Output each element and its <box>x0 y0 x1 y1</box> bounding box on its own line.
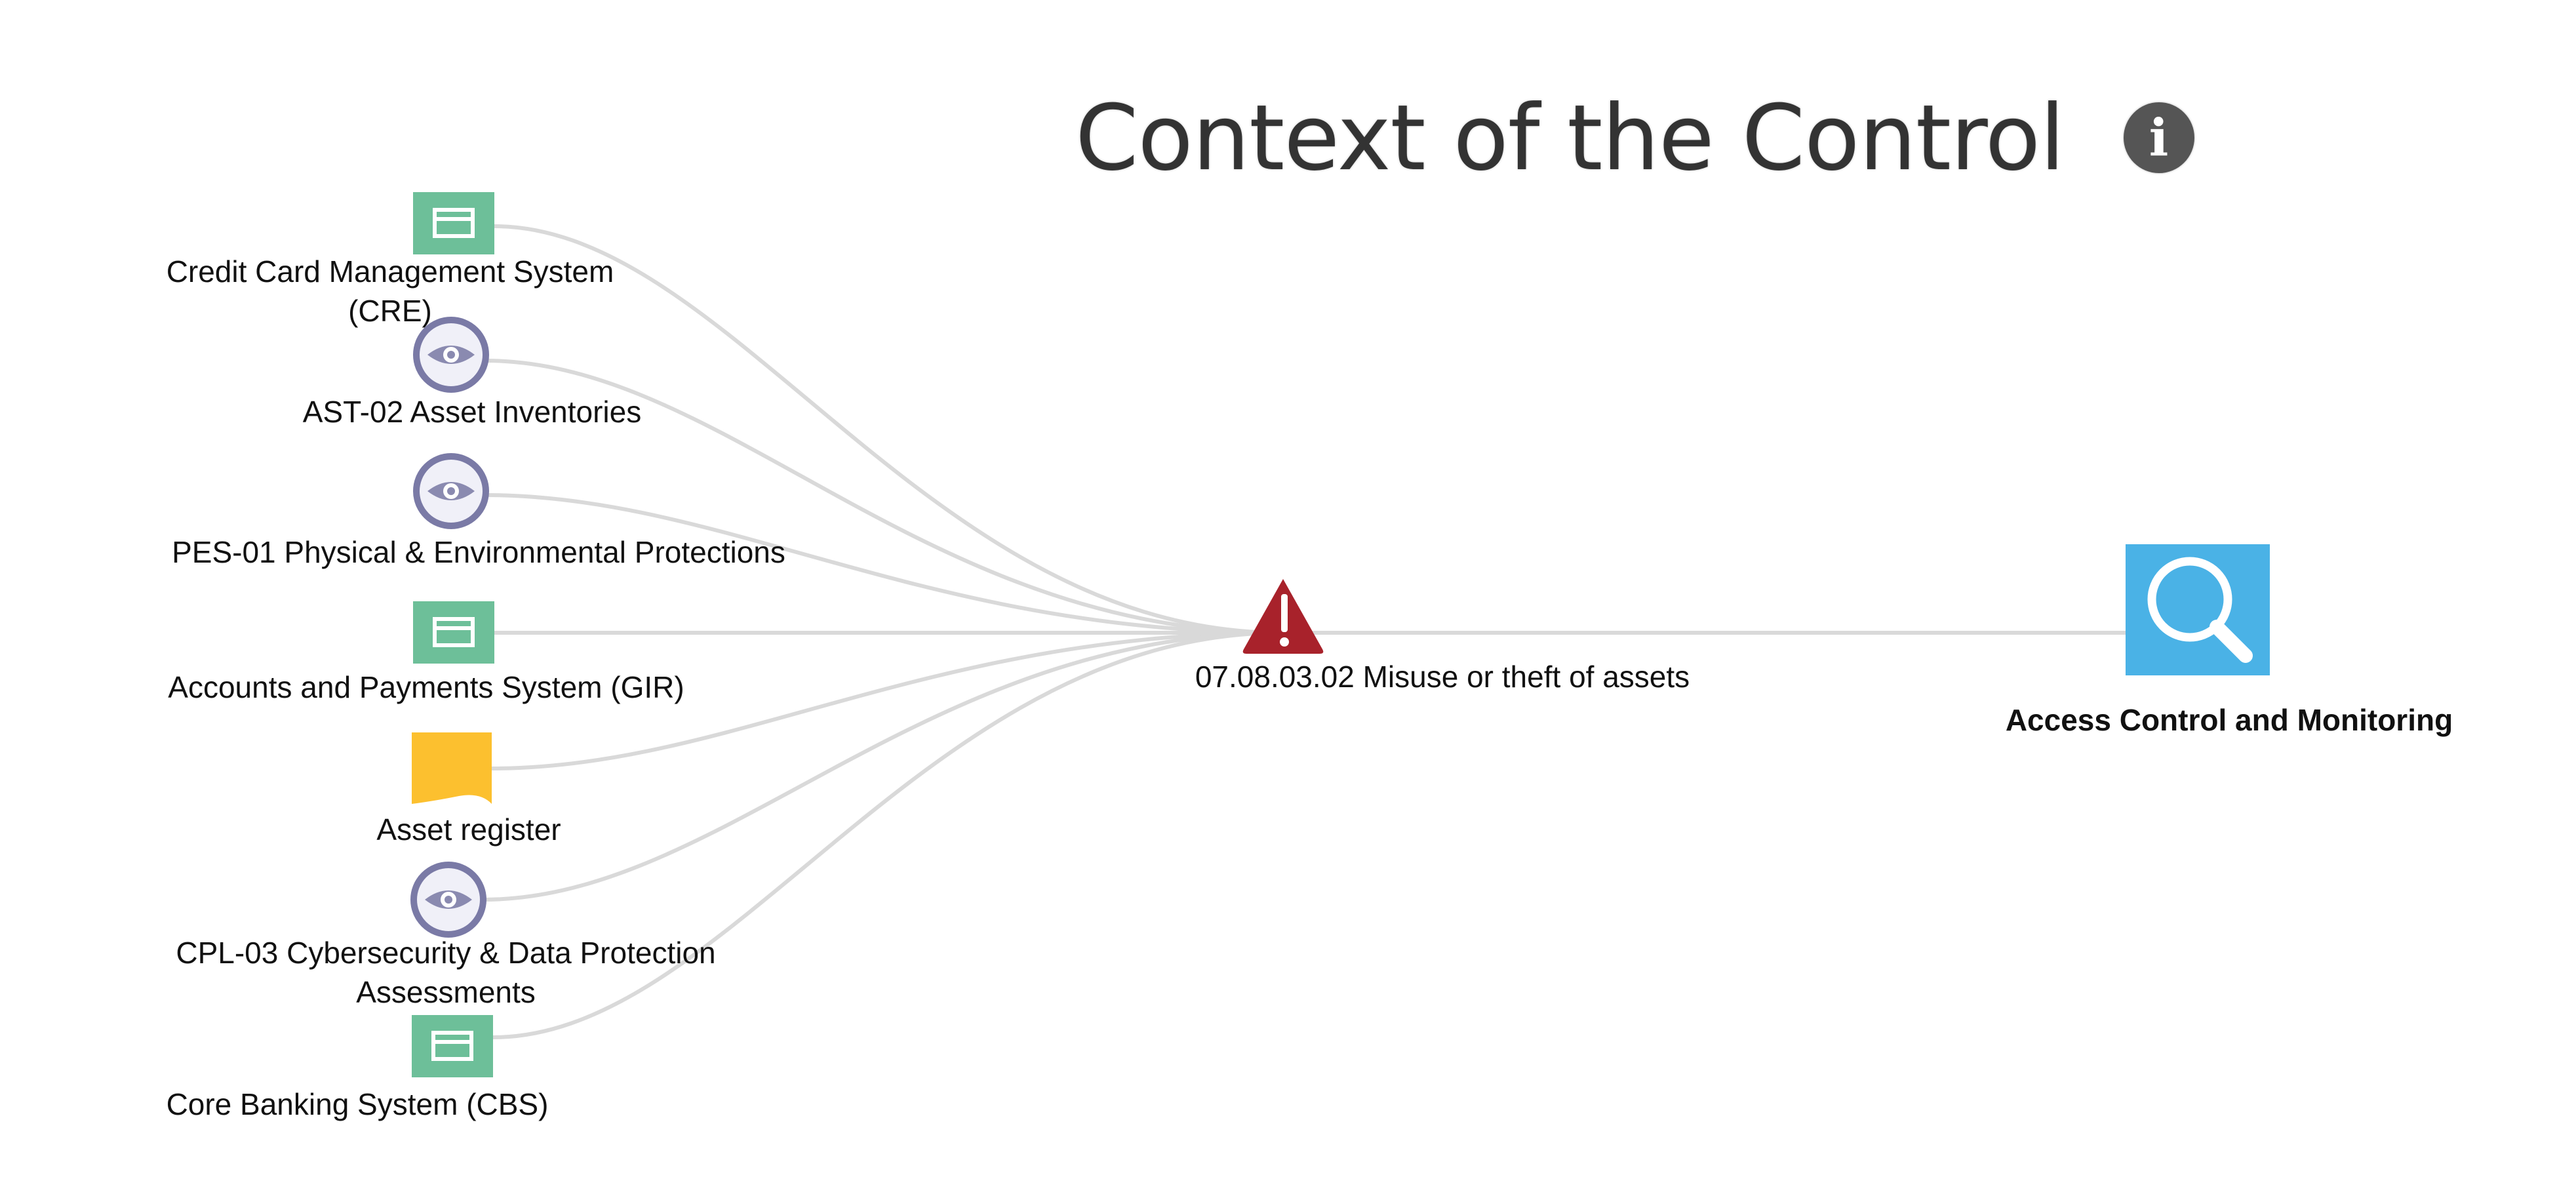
warning-triangle-icon <box>1242 579 1324 654</box>
document-icon <box>412 732 492 804</box>
page-title: Context of the Control <box>1075 85 2065 191</box>
node-label-credit-card: Credit Card Management System (CRE) <box>166 254 614 328</box>
edge-pes01-to-risk <box>485 493 1282 635</box>
application-window-icon <box>413 192 494 254</box>
asset-register-node[interactable] <box>412 732 492 804</box>
info-icon[interactable]: i <box>2123 102 2194 173</box>
cpl03-node[interactable] <box>410 862 486 938</box>
title-bar: Context of the Control i <box>1075 79 2194 197</box>
eye-icon <box>410 862 486 938</box>
node-label-cpl03: CPL-03 Cybersecurity & Data Protection A… <box>176 936 716 1009</box>
ast02-node[interactable] <box>413 317 489 393</box>
node-label-asset-register: Asset register <box>376 812 561 847</box>
node-label-pes01: PES-01 Physical & Environmental Protecti… <box>172 535 785 569</box>
node-label-access-control: Access Control and Monitoring <box>2005 703 2453 737</box>
credit-card-system-node[interactable] <box>413 192 494 254</box>
pes01-node[interactable] <box>413 453 489 529</box>
edge-core_banking-to-risk <box>492 631 1282 1039</box>
edge-credit_card-to-risk <box>494 224 1282 635</box>
eye-icon <box>413 317 489 393</box>
edge-asset_register-to-risk <box>491 631 1282 770</box>
node-label-core-banking: Core Banking System (CBS) <box>166 1087 549 1121</box>
edge-ast02-to-risk <box>485 359 1282 635</box>
node-label-ast02: AST-02 Asset Inventories <box>302 395 642 429</box>
node-label-accounts: Accounts and Payments System (GIR) <box>168 670 684 704</box>
application-window-icon <box>413 601 494 664</box>
magnifier-icon <box>2147 557 2253 663</box>
edge-cpl03-to-risk <box>483 631 1282 902</box>
system-icon-bg <box>413 192 494 254</box>
edges <box>483 224 2126 1039</box>
risk-node[interactable] <box>1242 579 1324 654</box>
application-window-icon <box>412 1015 493 1077</box>
accounts-system-node[interactable] <box>413 601 494 664</box>
access-control-node[interactable] <box>2126 544 2270 675</box>
eye-icon <box>413 453 489 529</box>
node-label-risk: 07.08.03.02 Misuse or theft of assets <box>1195 660 1690 694</box>
core-banking-system-node[interactable] <box>412 1015 493 1077</box>
